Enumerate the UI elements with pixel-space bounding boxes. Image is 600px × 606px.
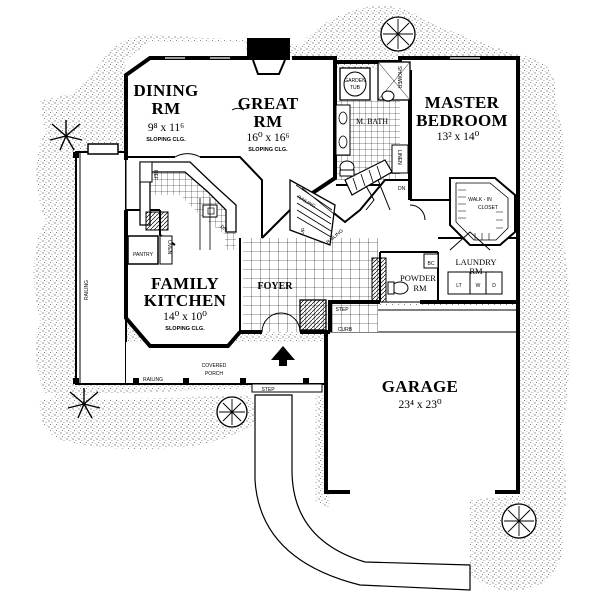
railing-label-porch-front: RAILING <box>143 377 163 383</box>
great-room-label-2: RM <box>254 112 283 131</box>
master-label-2: BEDROOM <box>416 111 508 130</box>
walk-in-label: WALK - IN <box>468 197 492 203</box>
master-label-1: MASTER <box>425 93 500 112</box>
up-label: UP <box>299 226 307 235</box>
palm-icon <box>67 388 101 419</box>
laundry-appliances <box>423 231 503 295</box>
porch-label: PORCH <box>205 371 223 377</box>
garden-tub-label: GARDEN <box>344 78 366 84</box>
great-room-dimensions: 16⁰ x 16⁶ <box>246 132 289 144</box>
stairs <box>289 159 393 246</box>
tree-icon <box>380 16 416 52</box>
walkway <box>254 394 471 591</box>
covered-porch <box>73 143 328 393</box>
linen-label: LINEN <box>396 150 402 165</box>
fireplace <box>247 38 290 75</box>
washer-label: W <box>476 283 481 289</box>
tree-icons <box>49 16 537 539</box>
bath-fixtures <box>335 61 411 177</box>
kitchen-counters <box>127 161 237 265</box>
railing-label-porch-side: RAILING <box>84 280 90 300</box>
great-room-label-1: GREAT <box>238 94 299 113</box>
tub-label: TUB <box>350 85 361 91</box>
bc-label: BC <box>428 261 435 267</box>
laundry-label-1: LAUNDRY <box>455 257 496 267</box>
garage-dimensions: 23⁴ x 23⁰ <box>398 399 442 411</box>
laundry-label-2: RM <box>469 266 483 276</box>
powder-label-1: POWDER <box>400 273 436 283</box>
doors-windows <box>125 57 480 333</box>
kitchen-label-1: FAMILY <box>151 274 219 293</box>
great-room-note: SLOPING CLG. <box>248 147 288 153</box>
powder-fixtures <box>371 257 409 303</box>
tree-icon <box>216 396 248 428</box>
palm-icon <box>49 120 83 151</box>
dn-label-2: DN <box>219 224 229 233</box>
kitchen-label-2: KITCHEN <box>144 291 227 310</box>
step-label-porch: STEP <box>261 387 275 393</box>
master-dimensions: 13² x 14⁰ <box>437 131 480 143</box>
closet-label: CLOSET <box>478 205 498 211</box>
dryer-label: D <box>492 283 496 289</box>
step-label-garage: STEP <box>335 307 349 313</box>
dn-label: DN <box>398 186 406 192</box>
oven-label: OVEN <box>166 240 172 255</box>
exterior-walls <box>124 56 520 348</box>
mbath-label: M. BATH <box>356 117 388 126</box>
dining-note: SLOPING CLG. <box>146 137 186 143</box>
shower-label: SHOWER <box>396 66 402 89</box>
garage-label: GARAGE <box>382 377 458 396</box>
dining-label-2: RM <box>152 99 181 118</box>
dining-label-1: DINING <box>133 81 198 100</box>
kitchen-note: SLOPING CLG. <box>165 326 205 332</box>
pantry-label: PANTRY <box>133 252 153 258</box>
powder-label-2: RM <box>413 283 427 293</box>
foyer-label: FOYER <box>258 281 294 292</box>
house-outline <box>126 42 518 348</box>
lt-label: LT <box>456 283 461 289</box>
foyer-closet <box>299 299 327 331</box>
ref-label: REF <box>152 170 158 180</box>
entry-arrow-icon <box>271 346 295 366</box>
garage <box>324 300 520 494</box>
tree-icon <box>501 503 537 539</box>
kitchen-dimensions: 14⁰ x 10⁰ <box>163 311 207 323</box>
dining-dimensions: 9⁸ x 11⁶ <box>148 122 184 134</box>
covered-label: COVERED <box>202 363 227 369</box>
walk-in-closet <box>449 177 516 246</box>
curb-label: CURB <box>338 327 353 333</box>
